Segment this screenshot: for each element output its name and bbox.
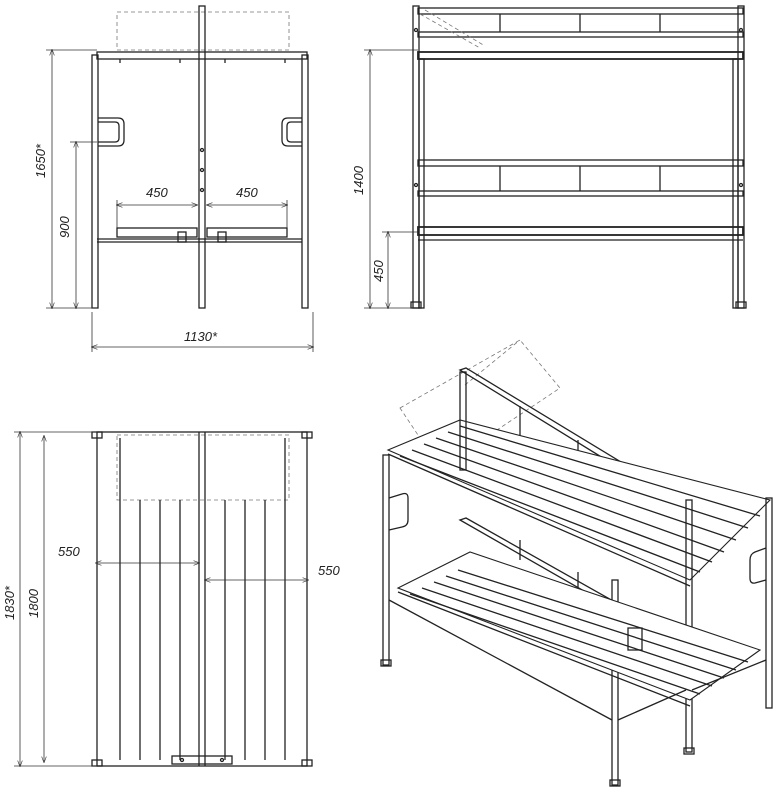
- iso-left-handle: [388, 492, 409, 531]
- side-upper-back-rail: [417, 7, 744, 15]
- dim-side-lower-height: 450: [371, 260, 386, 282]
- front-backrest-hidden: [116, 11, 290, 51]
- front-lower-seat-left: [116, 227, 198, 238]
- top-backrest-hidden: [116, 434, 290, 501]
- front-center-post: [198, 5, 206, 309]
- side-upper-seat: [417, 51, 744, 60]
- dim-top-length: 1800: [26, 588, 41, 618]
- side-lower-seat: [417, 226, 744, 236]
- dim-front-total-height: 1650*: [33, 143, 48, 178]
- front-upper-seat: [96, 51, 308, 60]
- iso-front-left-leg: [382, 454, 390, 666]
- front-right-handle: [281, 117, 302, 147]
- dim-top-total-length: 1830*: [2, 585, 17, 620]
- dim-top-left-width: 550: [58, 544, 80, 559]
- iso-back-right-leg: [765, 497, 773, 709]
- front-lower-seat-right: [206, 227, 288, 238]
- dim-front-total-width: 1130*: [184, 329, 218, 344]
- top-bottom-bracket: [171, 755, 233, 765]
- side-view: 1400 450: [351, 5, 747, 308]
- iso-lower-seat: [396, 551, 762, 701]
- front-left-leg: [91, 54, 99, 309]
- dim-front-bench-height: 900: [57, 216, 72, 238]
- iso-right-handle: [749, 547, 767, 584]
- dim-side-upper-height: 1400: [351, 165, 366, 195]
- front-right-leg: [301, 54, 309, 309]
- dim-front-seat-left: 450: [146, 185, 168, 200]
- top-view: 550 550 1830* 1800: [2, 432, 340, 766]
- dim-top-right-width: 550: [318, 563, 340, 578]
- iso-backrest-hidden: [399, 339, 561, 469]
- dim-front-seat-right: 450: [236, 185, 258, 200]
- front-view: 450 450 1650* 900 1130*: [33, 5, 313, 352]
- front-left-handle: [98, 117, 125, 147]
- top-frame: [96, 431, 308, 767]
- isometric-view: [380, 339, 773, 787]
- iso-front-right-leg: [611, 579, 619, 786]
